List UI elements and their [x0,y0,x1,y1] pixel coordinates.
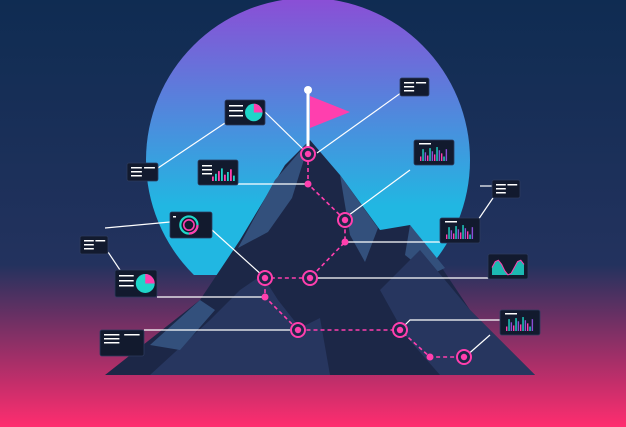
milestone-nodes [257,146,472,365]
bar-chart-card-middle [439,217,481,244]
info-cards [79,77,541,357]
list-card-left [126,162,159,182]
waypoint-dot [304,180,312,188]
flag-icon [304,86,350,147]
card-icon [202,165,235,181]
mixed-chart-card [197,159,239,186]
donut-chart-icon [173,215,199,235]
area-chart-icon [491,259,525,276]
list-card-far-left [79,235,109,255]
text-list-icon [104,334,140,344]
mountain-range [105,140,535,375]
text-list-icon [131,167,155,177]
list-card-right [491,179,521,199]
waypoint-dot [426,353,434,361]
list-card-bottom-left [99,329,145,357]
donut-chart-card [169,211,213,239]
bar-chart-card-lower [499,309,541,336]
pie-chart-icon [229,103,263,122]
bar-chart-card-upper [413,139,455,166]
bar-chart-icon [419,143,448,161]
list-card-top-right [399,77,430,97]
pie-chart-card [224,99,266,126]
text-list-icon [404,82,427,92]
waypoint-dot [341,238,349,246]
bar-chart-icon [505,313,534,331]
text-list-icon [84,240,106,250]
area-chart-card [487,253,529,280]
bar-chart-icon [445,221,474,239]
text-list-icon [496,184,518,194]
pie-chart-card-lower [114,269,158,298]
waypoint-dot [261,293,269,301]
pie-chart-icon [119,274,155,293]
